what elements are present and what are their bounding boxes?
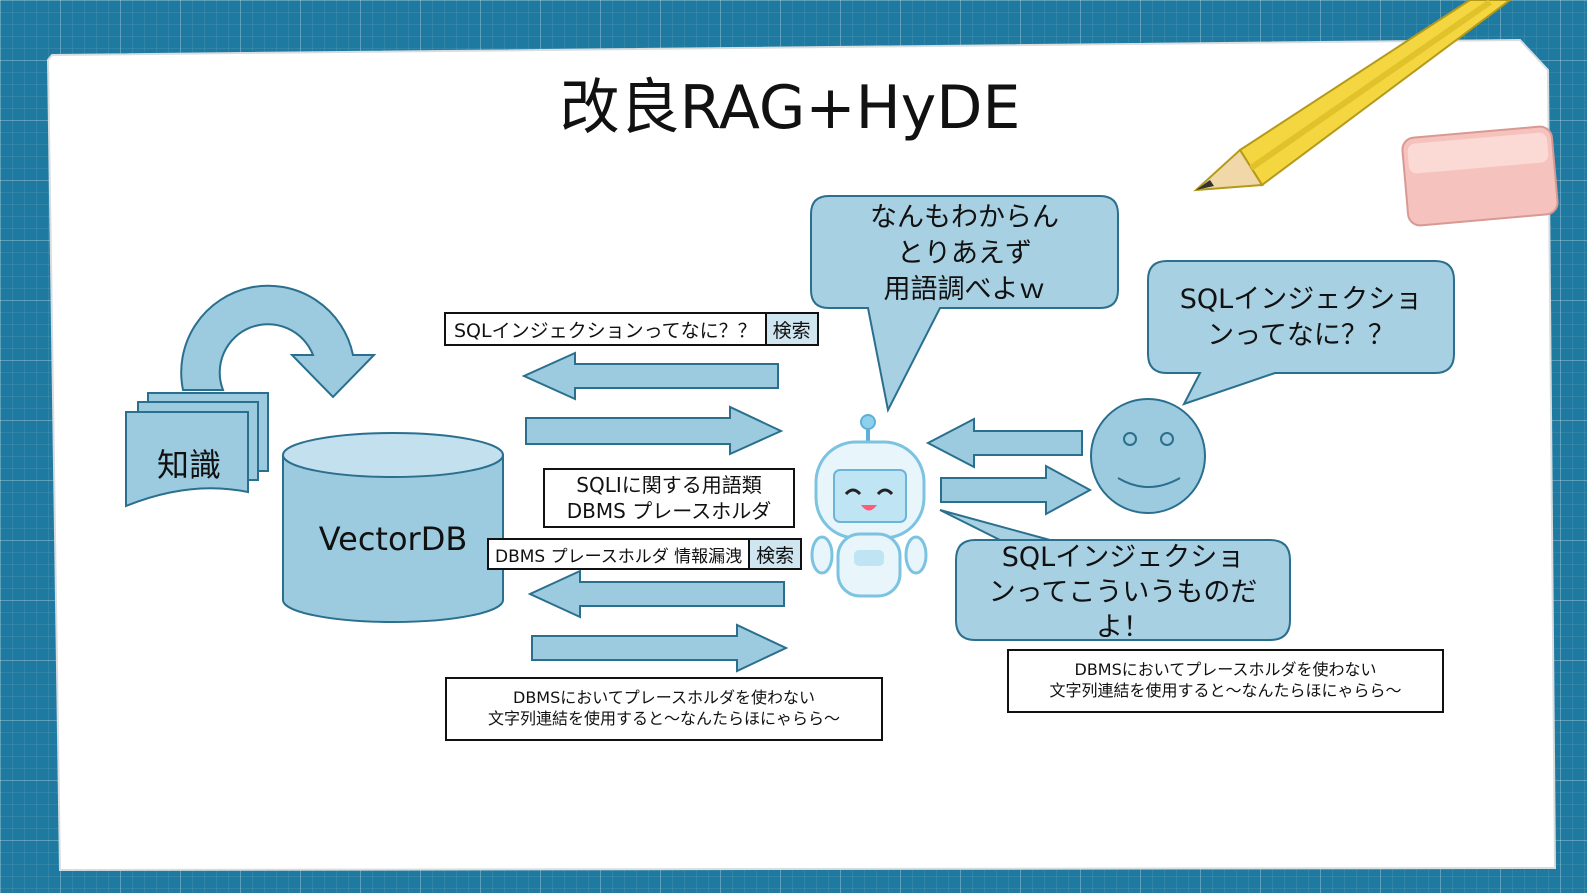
arrow-right-3 xyxy=(940,464,1093,516)
bubble-robot-answer xyxy=(939,509,1291,641)
bubble-user-line-1: SQLインジェクショ xyxy=(1179,284,1423,315)
terms-box: SQLIに関する用語類 DBMS プレースホルダ xyxy=(543,468,795,528)
result-right-line-2: 文字列連結を使用すると～なんたらほにゃらら～ xyxy=(1049,681,1402,700)
search-button-top[interactable]: 検索 xyxy=(766,312,819,346)
arrow-left-1 xyxy=(521,351,779,401)
bubble-robot-answer-line-1: SQLインジェクショ xyxy=(1001,542,1245,573)
search-row-top: SQLインジェクションってなに？？ 検索 xyxy=(444,312,819,346)
arrow-left-3 xyxy=(925,417,1083,469)
result-right-line-1: DBMSにおいてプレースホルダを使わない xyxy=(1074,660,1377,680)
arrow-right-1 xyxy=(525,405,784,456)
bubble-robot-think xyxy=(810,195,1119,414)
bubble-robot-answer-line-3: よ！ xyxy=(1096,612,1150,643)
bubble-robot-think-line-2: とりあえず xyxy=(897,238,1032,269)
bubble-user-text: SQLインジェクショ ンってなに？？ xyxy=(1148,282,1454,354)
vectordb-label: VectorDB xyxy=(318,520,468,558)
search-button-bottom[interactable]: 検索 xyxy=(750,538,803,570)
search-query-bottom[interactable]: DBMS プレースホルダ 情報漏洩 xyxy=(487,538,751,570)
result-left-line-1: DBMSにおいてプレースホルダを使わない xyxy=(513,688,815,708)
search-query-top[interactable]: SQLインジェクションってなに？？ xyxy=(444,312,767,346)
eraser-icon xyxy=(1401,125,1559,227)
bubble-user-line-2: ンってなに？？ xyxy=(1207,320,1395,351)
arrow-left-2 xyxy=(527,569,785,619)
bubble-robot-answer-text: SQLインジェクショ ンってこういうものだ よ！ xyxy=(956,540,1290,645)
terms-line-2: DBMS プレースホルダ xyxy=(566,499,772,523)
search-row-bottom: DBMS プレースホルダ 情報漏洩 検索 xyxy=(487,538,803,570)
arrow-right-2 xyxy=(531,623,789,673)
bubble-robot-think-line-3: 用語調べよｗ xyxy=(883,274,1046,305)
arrows xyxy=(521,351,1093,673)
result-left-line-2: 文字列連結を使用すると～なんたらほにゃらら～ xyxy=(487,709,840,728)
result-box-right: DBMSにおいてプレースホルダを使わない 文字列連結を使用すると～なんたらほにゃ… xyxy=(1007,649,1444,713)
bubble-robot-answer-line-2: ンってこういうものだ xyxy=(988,577,1258,608)
bubble-robot-think-line-1: なんもわからん xyxy=(870,202,1059,233)
smiley-face-icon xyxy=(1090,398,1206,514)
knowledge-label: 知識 xyxy=(156,446,221,484)
curved-arrow-icon xyxy=(180,284,377,399)
pencil-icon xyxy=(1193,0,1512,192)
robot-icon xyxy=(810,414,928,598)
bubble-user xyxy=(1147,260,1455,406)
bubble-robot-think-text: なんもわからん とりあえず 用語調べよｗ xyxy=(811,200,1118,308)
terms-line-1: SQLIに関する用語類 xyxy=(576,473,762,497)
page-title: 改良RAG+HyDE xyxy=(559,73,1021,143)
result-box-left: DBMSにおいてプレースホルダを使わない 文字列連結を使用すると～なんたらほにゃ… xyxy=(445,677,883,741)
database-cylinder-icon xyxy=(282,432,504,623)
document-stack-icon xyxy=(125,392,269,508)
